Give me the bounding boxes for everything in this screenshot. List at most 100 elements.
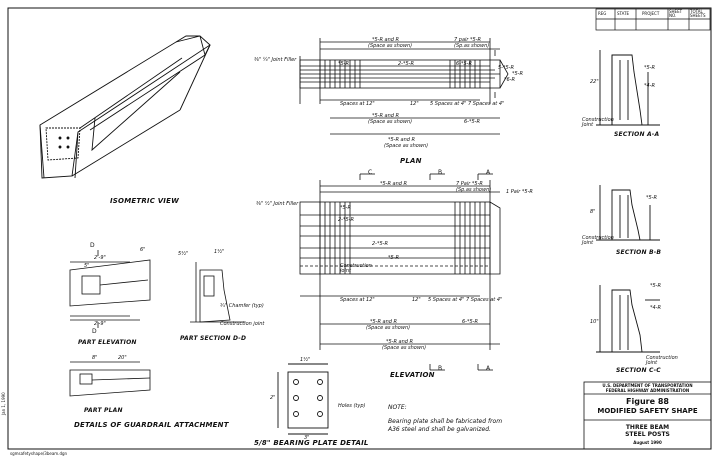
file-path: sgmsafetyshape/3beam.dgn (10, 451, 68, 456)
plan-bot-r: 6-*5-R (464, 119, 480, 125)
elev-pair: 7 Pair *5-R (456, 181, 483, 187)
section-a-title: SECTION A-A (614, 131, 660, 138)
plan-r5d: 5-*5-R (498, 65, 514, 71)
elev-pair2: 1 Pair *5-R (506, 189, 533, 195)
part-plan-title: PART PLAN (84, 407, 123, 414)
note-text: Bearing plate shall be fabricated from A… (388, 418, 503, 434)
plan-bot-bars: *5-R and R (372, 113, 400, 119)
section-c-title: SECTION C-C (616, 367, 661, 374)
elev-bot-r2: *5-R and R (386, 339, 414, 345)
guardrail-dim29-bottom: 2'-9" (94, 321, 106, 327)
plan-bot-r2: *5-R and R (388, 137, 416, 143)
plan-spaces4b: 7 Spaces at 4" (468, 101, 505, 107)
cut-a-bottom: A (486, 365, 491, 372)
elev-construction-joint: Construction joint (340, 263, 372, 274)
guardrail-d-top: D (90, 242, 95, 249)
part-section-drawing (190, 262, 245, 323)
elevation-view-drawing (299, 173, 501, 371)
plan-pair: 7 pair *5-R (454, 37, 482, 43)
elev-dim12: 12" (412, 297, 421, 303)
plan-r5b: 2-*5-R (398, 61, 414, 67)
plan-r5f: *6-R (504, 77, 515, 83)
elev-bot-bars: *5-R and R (370, 319, 398, 325)
plan-spaces12: Spaces at 12" (340, 101, 375, 107)
elev-r5d: *5-R (388, 255, 399, 261)
cut-c-top: C (368, 169, 373, 176)
section-a-r4: *4-R (644, 83, 655, 89)
sheet-border (7, 7, 712, 450)
elev-spaces4: 5 Spaces at 4" (428, 297, 465, 303)
plan-r5a: *5-R (338, 61, 349, 67)
drawing-name: MODIFIED SAFETY SHAPE (597, 407, 698, 415)
section-c-r5: *5-R (650, 283, 661, 289)
plan-top-bars: *5-R and R (372, 37, 400, 43)
agency-line-1: U.S. DEPARTMENT OF TRANSPORTATION (602, 383, 693, 388)
guardrail-dim5: 5" (84, 263, 90, 269)
bearing-plate-drawing (277, 363, 329, 435)
subtitle-2: STEEL POSTS (625, 431, 670, 438)
guardrail-dim15: 1½" (214, 249, 225, 255)
section-b-title: SECTION B-B (616, 249, 662, 256)
part-elevation-drawing (69, 250, 151, 328)
cut-b-bottom: B (438, 365, 443, 372)
plan-view-drawing (299, 38, 509, 135)
section-a-drawing (596, 50, 660, 126)
section-a-cj: Construction Joint (582, 117, 614, 128)
elev-r5b: 2-*5-R (338, 217, 354, 223)
guardrail-title: DETAILS OF GUARDRAIL ATTACHMENT (74, 421, 229, 429)
guardrail-dim55: 5½" (178, 251, 189, 257)
plan-joint-filler: ⅜" ¼" Joint Filler (254, 57, 297, 63)
guardrail-dim8: 8" (92, 355, 98, 361)
elev-spaces12: Spaces at 12" (340, 297, 375, 303)
bearing-plate-title: 5/8" BEARING PLATE DETAIL (254, 439, 369, 447)
section-c-dim10: 10" (590, 319, 599, 325)
isometric-view-drawing (39, 35, 211, 179)
header-cell-project: PROJECT (642, 11, 660, 16)
elev-pair-space: (Sp.as shown) (456, 187, 492, 193)
plate-dim15: 1½" (300, 357, 311, 363)
part-plan-drawing (69, 361, 151, 397)
drawing-date: August 1990 (633, 440, 662, 445)
plan-r5c: 6-*5-R (456, 61, 472, 67)
section-c-r4: *4-R (650, 305, 661, 311)
guardrail-d-bottom: D (92, 328, 97, 335)
plan-title: PLAN (400, 157, 422, 165)
agency-line-2: FEDERAL HIGHWAY ADMINISTRATION (605, 388, 690, 393)
note-heading: NOTE: (388, 404, 407, 411)
plan-bot-space2: (Space as shown) (384, 143, 429, 149)
header-cell-state: STATE (617, 11, 630, 16)
section-a-r5: *5-R (644, 65, 655, 71)
plate-dim2: 2" (270, 395, 276, 401)
elevation-title: ELEVATION (390, 371, 435, 379)
section-b-cj: Construction Joint (582, 235, 614, 246)
cut-b-top: B (438, 169, 443, 176)
guardrail-dim29-top: 2'-9" (94, 255, 106, 261)
elev-r5c: 2-*5-R (372, 241, 388, 247)
section-b-drawing (596, 185, 660, 241)
elev-joint-filler: ⅜" ½" Joint Filler (256, 201, 299, 207)
plan-dim12: 12" (410, 101, 419, 107)
section-c-cj: Construction Joint (646, 355, 678, 366)
elev-bot-space2: (Space as shown) (382, 345, 427, 351)
plan-bot-space: (Space as shown) (368, 119, 413, 125)
side-date: Jan 1, 1990 (1, 392, 6, 415)
elev-bot-r: 6-*5-R (462, 319, 478, 325)
plate-dim3: 3" (304, 435, 310, 441)
elev-top-bars: *5-R and R (380, 181, 408, 187)
header-cells (595, 8, 711, 31)
guardrail-dim20: 20" (118, 355, 127, 361)
cut-a-top: A (486, 169, 491, 176)
guardrail-cj: Construction joint (220, 321, 265, 327)
elev-r5a: *5-R (340, 205, 351, 211)
part-elevation-title: PART ELEVATION (78, 339, 137, 346)
title-block-frame (583, 381, 712, 450)
subtitle-1: THREE BEAM (625, 424, 670, 431)
plan-r5e: *5-R (512, 71, 523, 77)
elev-spaces4b: 7 Spaces at 4" (466, 297, 503, 303)
elev-bot-space: (Space as shown) (366, 325, 411, 331)
section-c-drawing (596, 285, 660, 353)
plan-pair-space: (Sp.as shown) (454, 43, 490, 49)
section-a-dim22: 22" (590, 79, 599, 85)
section-b-dim8: 8" (590, 209, 596, 215)
plan-spaces4: 5 Spaces at 4" (430, 101, 467, 107)
